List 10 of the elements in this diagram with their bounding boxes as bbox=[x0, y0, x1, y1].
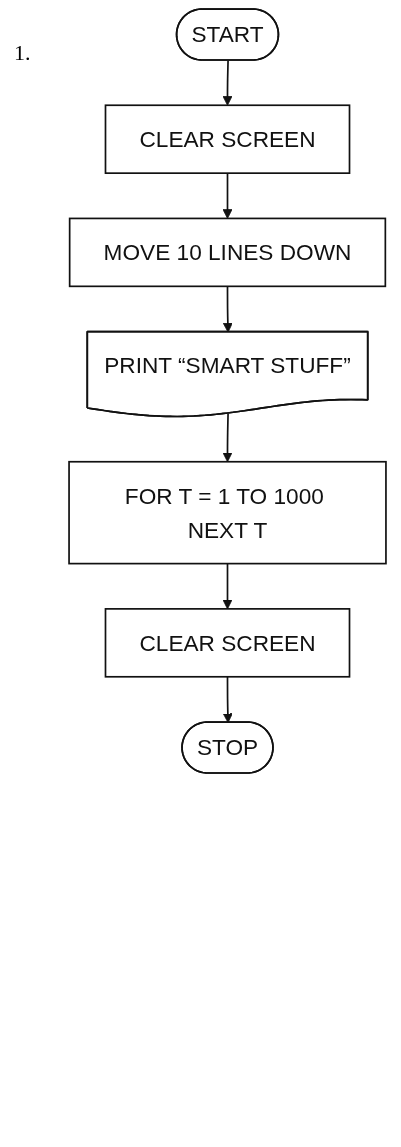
node-box: FOR T = 1 TO 1000 NEXT T bbox=[68, 460, 387, 565]
arrow bbox=[222, 172, 233, 219]
arrow bbox=[222, 59, 233, 106]
node-box: CLEAR SCREEN bbox=[104, 608, 351, 678]
arrow bbox=[222, 412, 233, 463]
arrow bbox=[222, 675, 233, 724]
step-number: 1. bbox=[14, 40, 31, 66]
arrow bbox=[222, 562, 233, 610]
node-box: CLEAR SCREEN bbox=[104, 104, 351, 174]
node-box: MOVE 10 LINES DOWN bbox=[68, 217, 387, 288]
